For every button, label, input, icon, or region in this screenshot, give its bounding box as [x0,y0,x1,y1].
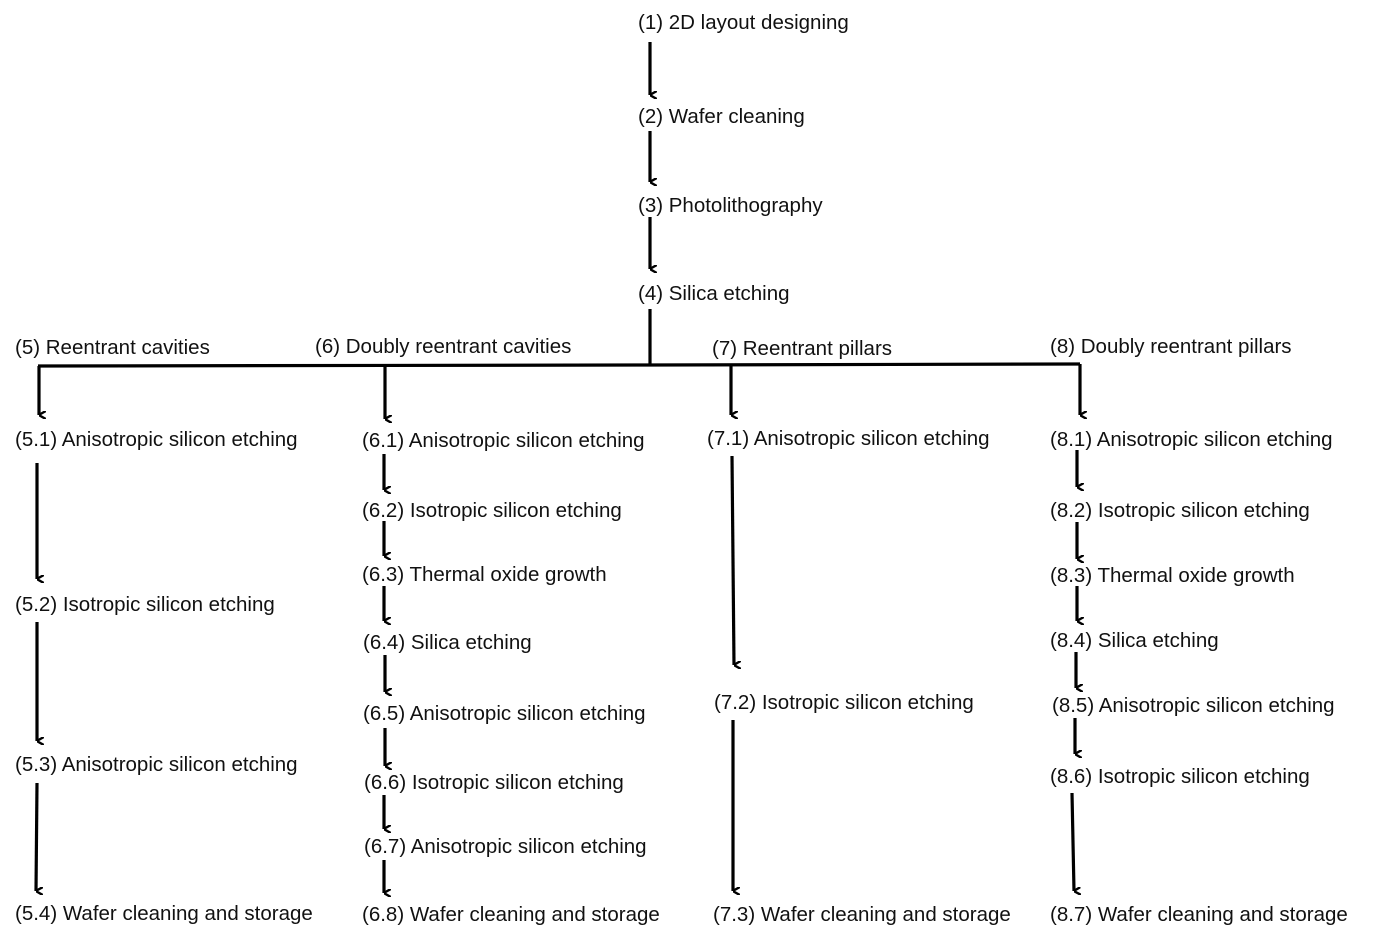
step-7-1-label: (7.1) Anisotropic silicon etching [707,427,990,450]
step-5-3-label: (5.3) Anisotropic silicon etching [15,753,298,776]
step-3-label: (3) Photolithography [638,194,823,217]
branch-5-title: (5) Reentrant cavities [15,336,210,359]
step-5-2-label: (5.2) Isotropic silicon etching [15,593,275,616]
step-6-7-label: (6.7) Anisotropic silicon etching [364,835,647,858]
step-8-7-label: (8.7) Wafer cleaning and storage [1050,903,1348,926]
step-6-4-label: (6.4) Silica etching [363,631,532,654]
branch-7-title: (7) Reentrant pillars [712,337,892,360]
branch-bus-line [37,362,1081,368]
arrow-5-3-to-5-4 [34,782,37,891]
step-7-3-label: (7.3) Wafer cleaning and storage [713,903,1011,926]
step-2-label: (2) Wafer cleaning [638,105,805,128]
step-5-4-label: (5.4) Wafer cleaning and storage [15,902,313,925]
step-4-label: (4) Silica etching [638,282,790,305]
step-6-3-label: (6.3) Thermal oxide growth [362,563,607,586]
step-6-2-label: (6.2) Isotropic silicon etching [362,499,622,522]
step-7-2-label: (7.2) Isotropic silicon etching [714,691,974,714]
step-8-4-label: (8.4) Silica etching [1050,629,1219,652]
step-8-6-label: (8.6) Isotropic silicon etching [1050,765,1310,788]
step-5-1-label: (5.1) Anisotropic silicon etching [15,428,298,451]
step-8-2-label: (8.2) Isotropic silicon etching [1050,499,1310,522]
step-6-1-label: (6.1) Anisotropic silicon etching [362,429,645,452]
step-8-5-label: (8.5) Anisotropic silicon etching [1052,694,1335,717]
arrow-7-1-to-7-2 [730,455,734,665]
step-6-8-label: (6.8) Wafer cleaning and storage [362,903,660,926]
branch-8-title: (8) Doubly reentrant pillars [1050,335,1292,358]
step-1-label: (1) 2D layout designing [638,11,849,34]
step-6-6-label: (6.6) Isotropic silicon etching [364,771,624,794]
arrow-8-6-to-8-7 [1070,792,1074,891]
step-8-1-label: (8.1) Anisotropic silicon etching [1050,428,1333,451]
branch-6-title: (6) Doubly reentrant cavities [315,335,571,358]
step-6-5-label: (6.5) Anisotropic silicon etching [363,702,646,725]
step-8-3-label: (8.3) Thermal oxide growth [1050,564,1295,587]
